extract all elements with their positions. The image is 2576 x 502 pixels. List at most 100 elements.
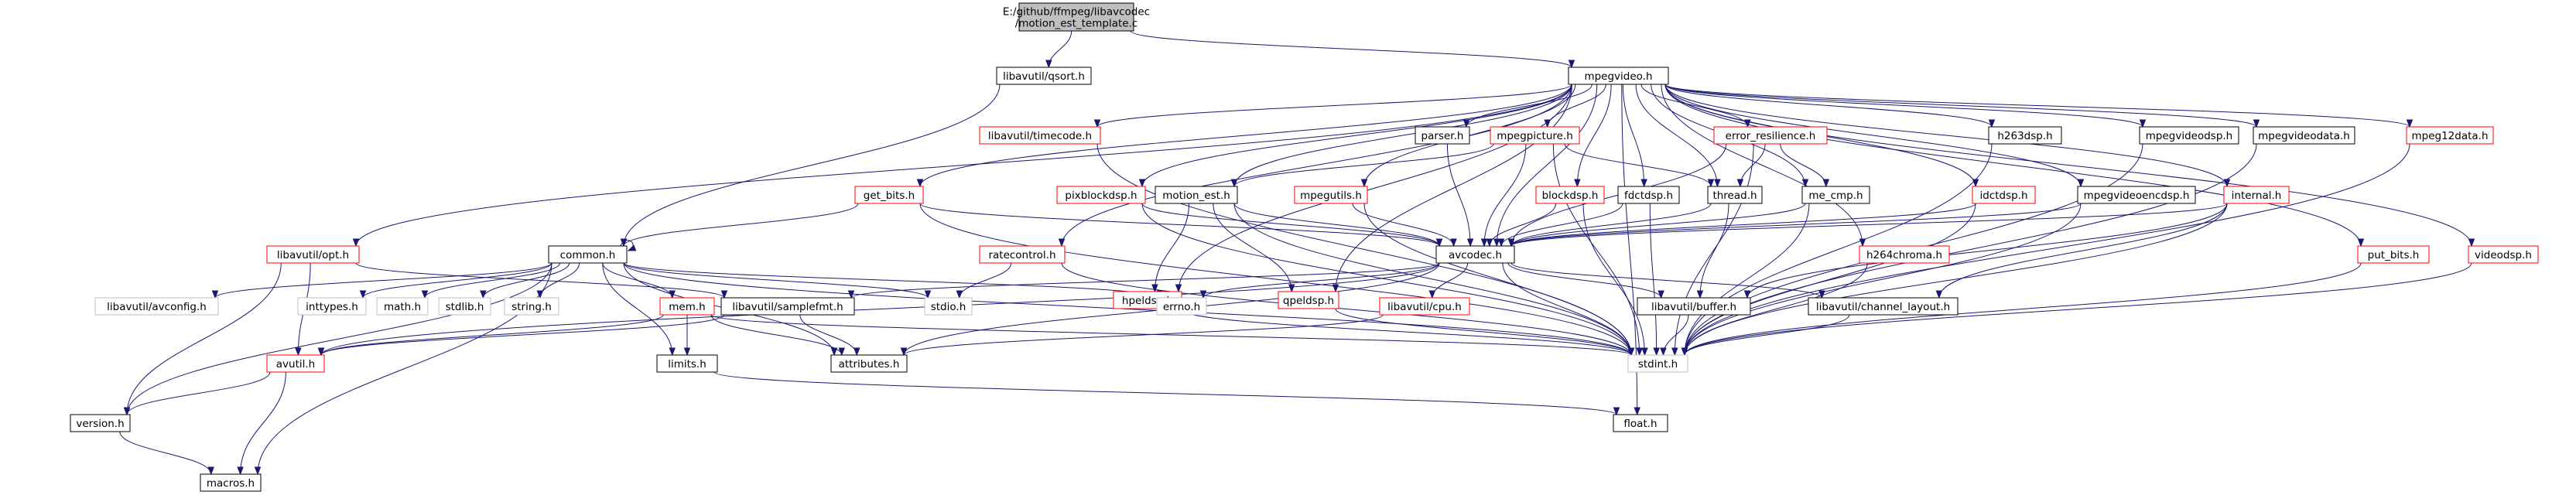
node-string[interactable]: string.h — [504, 297, 559, 316]
node-box[interactable] — [504, 297, 559, 316]
node-box[interactable] — [1155, 186, 1238, 204]
node-box[interactable] — [924, 297, 973, 316]
node-mpegpicture[interactable]: mpegpicture.h — [1490, 126, 1580, 145]
node-box[interactable] — [548, 245, 628, 264]
node-box[interactable] — [1972, 186, 2036, 204]
node-qpeldsp[interactable]: qpeldsp.h — [1278, 291, 1339, 309]
node-box[interactable] — [996, 67, 1092, 85]
node-timecode[interactable]: libavutil/timecode.h — [979, 126, 1101, 145]
node-box[interactable] — [1294, 186, 1368, 204]
node-mem[interactable]: mem.h — [659, 297, 715, 316]
node-me_cmp[interactable]: me_cmp.h — [1801, 186, 1870, 204]
node-box[interactable] — [1707, 186, 1763, 204]
node-samplefmt[interactable]: libavutil/samplefmt.h — [720, 297, 855, 316]
node-box[interactable] — [659, 297, 715, 316]
node-box[interactable] — [1490, 126, 1580, 145]
node-idctdsp[interactable]: idctdsp.h — [1972, 186, 2036, 204]
node-box[interactable] — [376, 297, 429, 316]
node-mpegutils[interactable]: mpegutils.h — [1294, 186, 1368, 204]
node-fdctdsp[interactable]: fdctdsp.h — [1617, 186, 1680, 204]
node-mpegvideodata[interactable]: mpegvideodata.h — [2253, 126, 2355, 145]
node-opt[interactable]: libavutil/opt.h — [266, 245, 360, 264]
node-h263dsp[interactable]: h263dsp.h — [1988, 126, 2062, 145]
node-box[interactable] — [2357, 245, 2430, 264]
node-error_resilience[interactable]: error_resilience.h — [1713, 126, 1828, 145]
arrow-head — [1497, 238, 1505, 248]
node-box[interactable] — [656, 354, 718, 373]
node-box[interactable] — [2468, 245, 2539, 264]
node-errno[interactable]: errno.h — [1156, 297, 1207, 316]
node-internal[interactable]: internal.h — [2223, 186, 2290, 204]
node-motion_est[interactable]: motion_est.h — [1155, 186, 1238, 204]
node-box[interactable] — [854, 186, 924, 204]
node-mpegvideodsp[interactable]: mpegvideodsp.h — [2139, 126, 2239, 145]
node-ratecontrol[interactable]: ratecontrol.h — [979, 245, 1066, 264]
node-box[interactable] — [266, 245, 360, 264]
node-limits[interactable]: limits.h — [656, 354, 718, 373]
node-box[interactable] — [1535, 186, 1605, 204]
node-mpeg12data[interactable]: mpeg12data.h — [2406, 126, 2494, 145]
node-box[interactable] — [70, 414, 131, 432]
node-box[interactable] — [438, 297, 491, 316]
node-box[interactable] — [1801, 186, 1870, 204]
node-box[interactable] — [266, 354, 325, 373]
node-box[interactable] — [1617, 186, 1680, 204]
node-box[interactable] — [1435, 245, 1515, 264]
node-cpu[interactable]: libavutil/cpu.h — [1379, 297, 1470, 316]
node-box[interactable] — [979, 245, 1066, 264]
node-box[interactable] — [94, 297, 219, 316]
node-box[interactable] — [979, 126, 1101, 145]
node-box[interactable] — [1018, 2, 1134, 32]
node-box[interactable] — [1859, 245, 1950, 264]
node-put_bits[interactable]: put_bits.h — [2357, 245, 2430, 264]
node-box[interactable] — [1713, 126, 1828, 145]
edge-timecode-to-stdint — [1096, 143, 1635, 357]
node-attributes[interactable]: attributes.h — [830, 354, 908, 373]
node-qsort[interactable]: libavutil/qsort.h — [996, 67, 1092, 85]
node-box[interactable] — [297, 297, 367, 316]
node-stdlib[interactable]: stdlib.h — [438, 297, 491, 316]
node-box[interactable] — [1056, 186, 1146, 204]
node-box[interactable] — [1278, 291, 1339, 309]
node-mpegvideo[interactable]: mpegvideo.h — [1568, 67, 1669, 85]
node-box[interactable] — [1988, 126, 2062, 145]
node-common[interactable]: common.h — [548, 245, 628, 264]
node-box[interactable] — [830, 354, 908, 373]
node-buffer[interactable]: libavutil/buffer.h — [1637, 297, 1751, 316]
node-macros[interactable]: macros.h — [200, 473, 262, 492]
node-stdio[interactable]: stdio.h — [924, 297, 973, 316]
node-box[interactable] — [2077, 186, 2196, 204]
node-float[interactable]: float.h — [1613, 414, 1668, 432]
node-inttypes[interactable]: inttypes.h — [297, 297, 367, 316]
node-box[interactable] — [2406, 126, 2494, 145]
node-parser[interactable]: parser.h — [1415, 126, 1470, 145]
node-blockdsp[interactable]: blockdsp.h — [1535, 186, 1605, 204]
node-math[interactable]: math.h — [376, 297, 429, 316]
node-motion_est_template[interactable]: E:/github/ffmpeg/libavcodec/motion_est_t… — [1003, 2, 1150, 32]
node-box[interactable] — [1379, 297, 1470, 316]
node-channel_layout[interactable]: libavutil/channel_layout.h — [1808, 297, 1959, 316]
node-videodsp[interactable]: videodsp.h — [2468, 245, 2539, 264]
node-box[interactable] — [1637, 297, 1751, 316]
node-h264chroma[interactable]: h264chroma.h — [1859, 245, 1950, 264]
node-avconfig[interactable]: libavutil/avconfig.h — [94, 297, 219, 316]
node-box[interactable] — [1808, 297, 1959, 316]
node-stdint[interactable]: stdint.h — [1627, 354, 1688, 373]
node-pixblockdsp[interactable]: pixblockdsp.h — [1056, 186, 1146, 204]
node-box[interactable] — [1415, 126, 1470, 145]
node-avutil[interactable]: avutil.h — [266, 354, 325, 373]
node-box[interactable] — [2139, 126, 2239, 145]
node-box[interactable] — [1156, 297, 1207, 316]
node-avcodec[interactable]: avcodec.h — [1435, 245, 1515, 264]
node-mpegvideoencdsp[interactable]: mpegvideoencdsp.h — [2077, 186, 2196, 204]
node-box[interactable] — [2223, 186, 2290, 204]
node-box[interactable] — [2253, 126, 2355, 145]
node-version[interactable]: version.h — [70, 414, 131, 432]
node-box[interactable] — [720, 297, 855, 316]
node-get_bits[interactable]: get_bits.h — [854, 186, 924, 204]
node-thread[interactable]: thread.h — [1707, 186, 1763, 204]
node-box[interactable] — [1568, 67, 1669, 85]
node-box[interactable] — [200, 473, 262, 492]
node-box[interactable] — [1613, 414, 1668, 432]
node-box[interactable] — [1627, 354, 1688, 373]
